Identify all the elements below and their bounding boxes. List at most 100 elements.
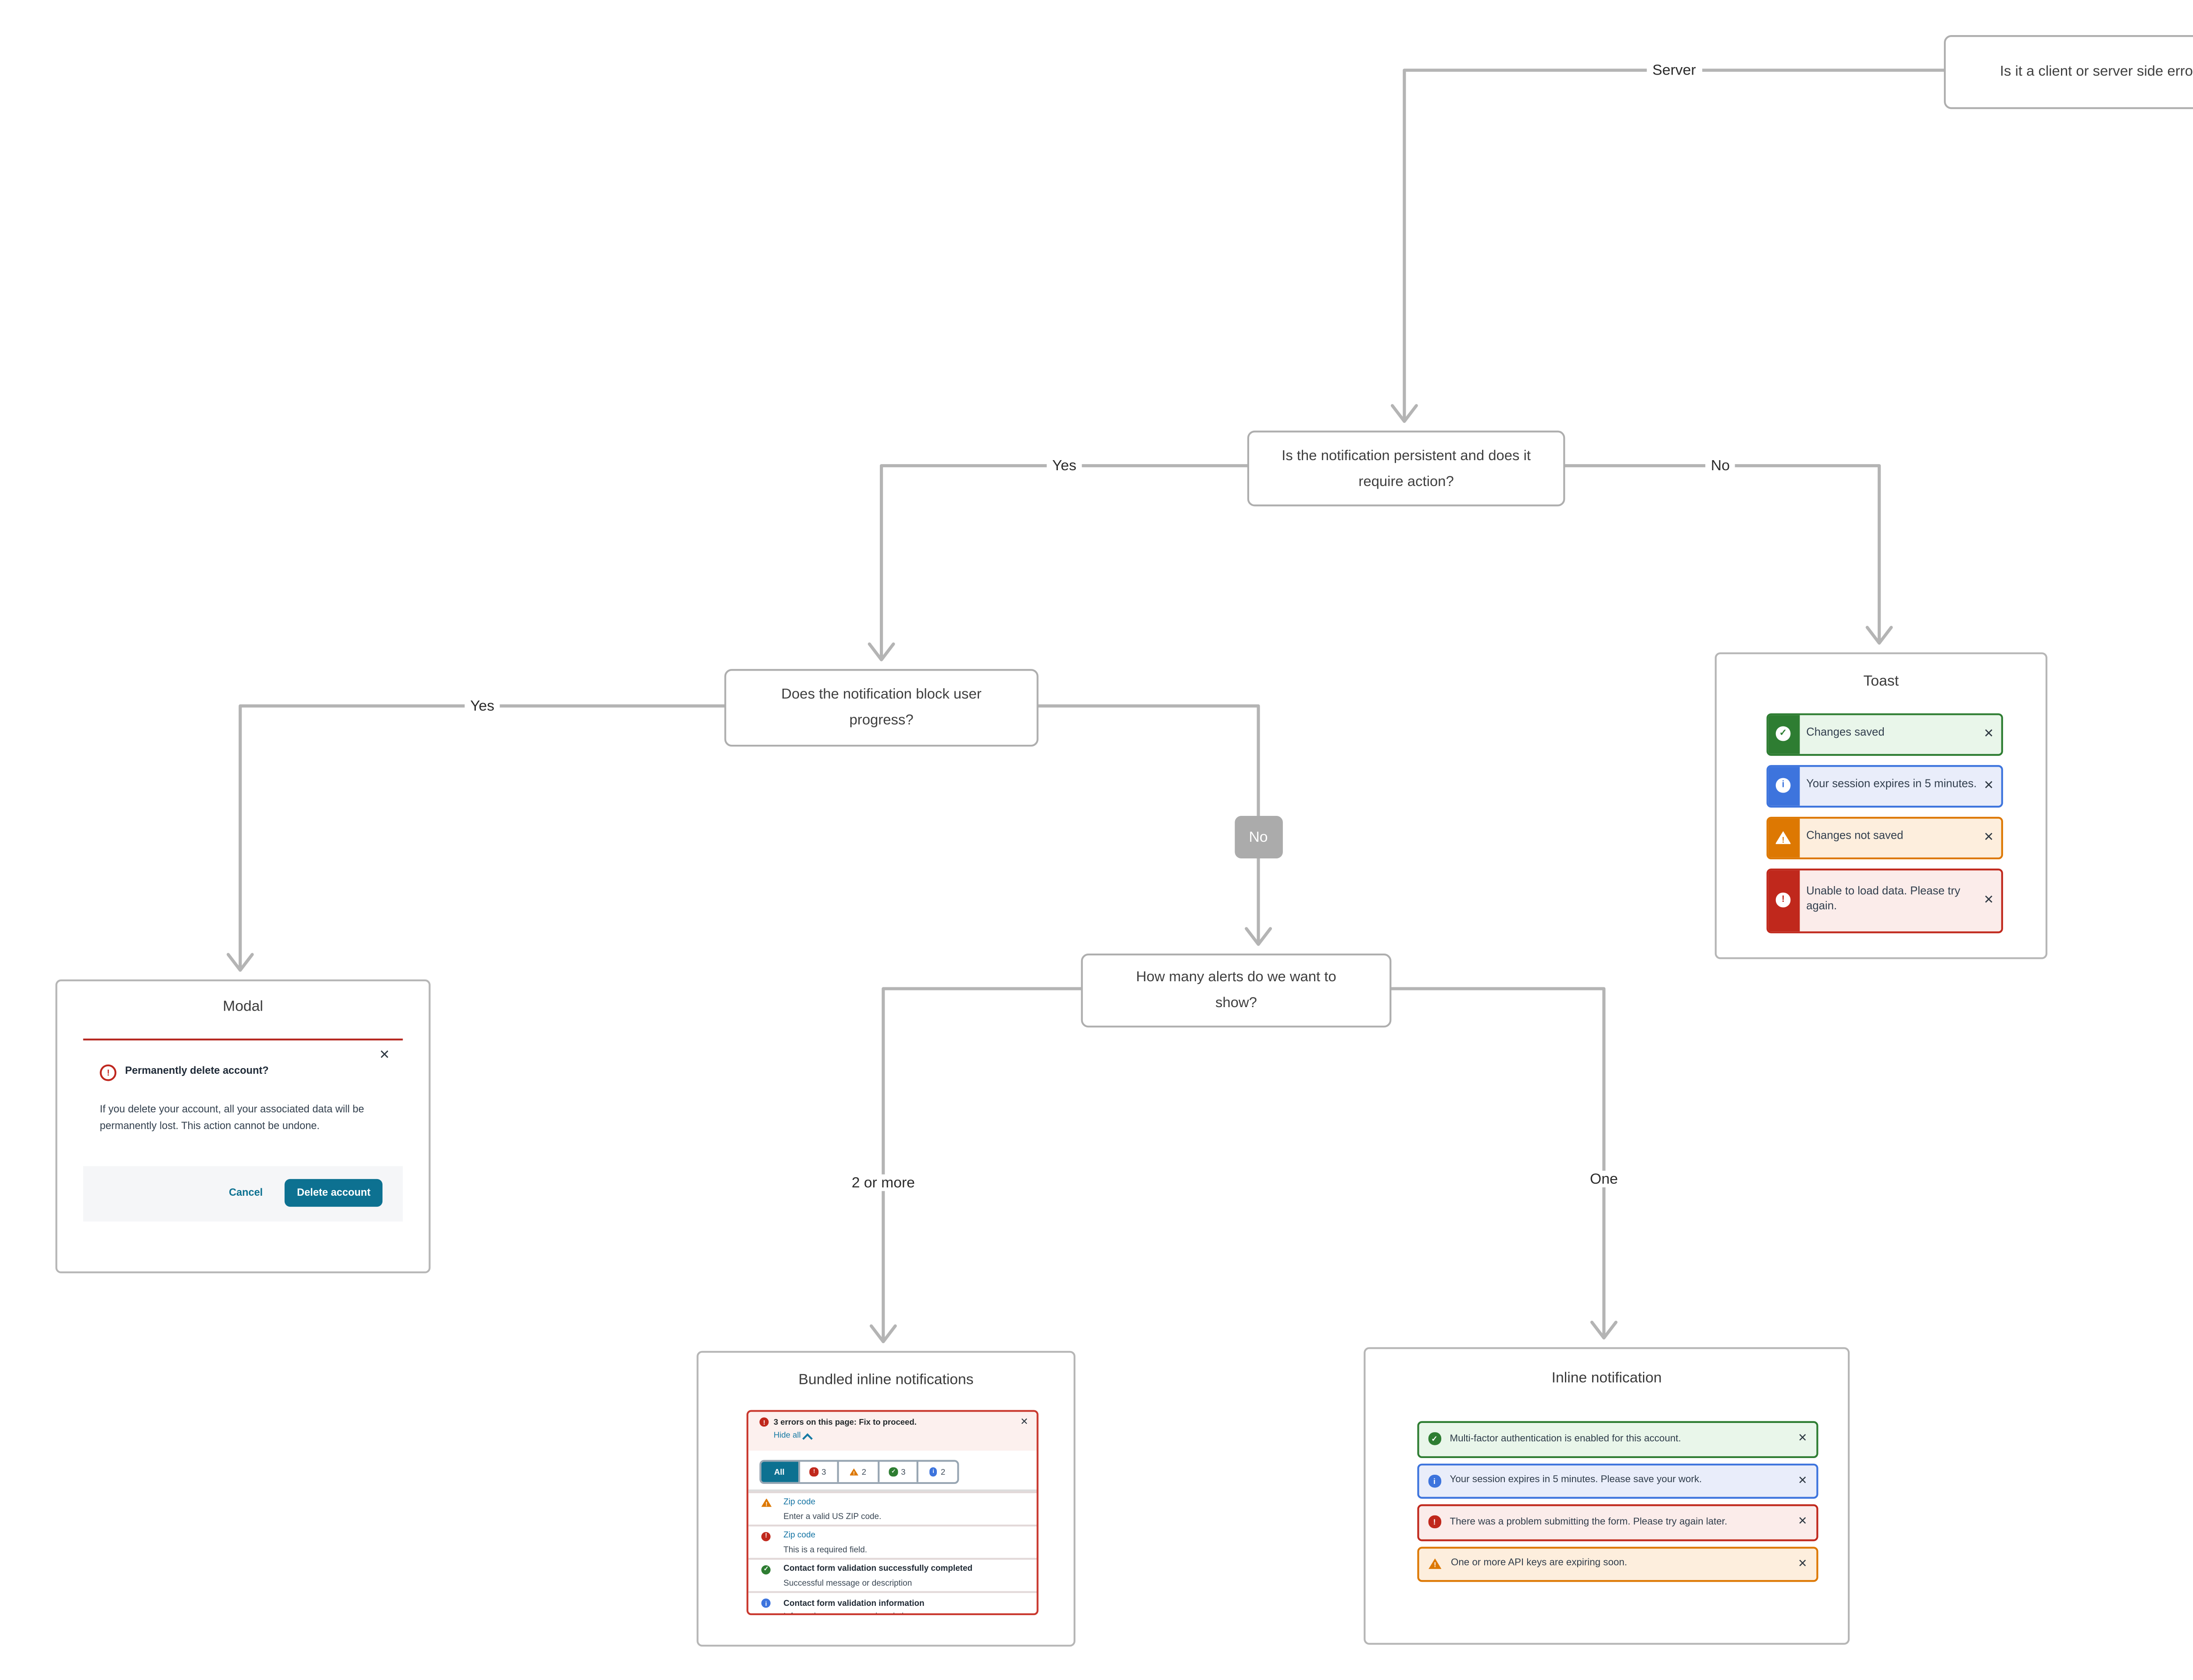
edge-server: [1390, 68, 1946, 423]
toast-message: Unable to load data. Please try again.: [1806, 885, 1961, 913]
warning-icon: !: [1775, 831, 1791, 844]
edge-persistent-yes: [868, 464, 1249, 661]
bundled-item-description: Successful message or description: [783, 1578, 912, 1587]
decision-node-label: Does the notification block user progres…: [781, 686, 982, 728]
close-icon[interactable]: ✕: [1798, 1476, 1807, 1487]
tab-count: 2: [940, 1467, 946, 1477]
toast-color-bar: ✓: [1767, 714, 1799, 754]
bundled-item-error: ! Zip code This is a required field.: [748, 1524, 1037, 1558]
bundled-item-description: This is a required field.: [783, 1544, 868, 1554]
error-icon: !: [1428, 1516, 1441, 1529]
error-icon: !: [761, 1531, 771, 1541]
edge-blocking-yes: [226, 704, 726, 972]
info-icon: i: [761, 1598, 771, 1608]
warning-icon: !: [761, 1498, 772, 1507]
edge-label-persistent-yes: Yes: [1046, 457, 1082, 474]
edge-label-server: Server: [1647, 62, 1702, 79]
info-icon: i: [1776, 779, 1790, 793]
card-title-modal: Modal: [223, 997, 263, 1014]
toast-message: Your session expires in 5 minutes.: [1806, 778, 1977, 791]
warning-icon: !: [1428, 1558, 1442, 1569]
error-icon: !: [100, 1063, 117, 1081]
edge-label-count-one: One: [1584, 1170, 1624, 1187]
chevron-up-icon: [803, 1433, 814, 1444]
modal-footer: Cancel Delete account: [83, 1165, 403, 1221]
success-icon: ✓: [1428, 1433, 1441, 1445]
close-icon[interactable]: ✕: [379, 1049, 390, 1063]
modal-heading: ! Permanently delete account?: [100, 1063, 269, 1081]
edge-count-many: [869, 987, 1083, 1344]
decision-node-label: Is it a client or server side error?: [2000, 63, 2193, 80]
bundled-item-title[interactable]: Zip code: [783, 1530, 816, 1540]
error-icon: !: [1776, 893, 1790, 908]
toast-error: ! Unable to load data. Please try again.…: [1765, 868, 2003, 933]
bundled-item-warning: ! Zip code Enter a valid US ZIP code.: [748, 1491, 1037, 1524]
error-icon: !: [759, 1417, 769, 1427]
inline-message: There was a problem submitting the form.…: [1450, 1516, 1728, 1528]
toast-card: Toast ✓ Changes saved ✕ i Your session e…: [1714, 652, 2048, 959]
edge-count-one: [1386, 987, 1618, 1340]
bundled-header: ! 3 errors on this page: Fix to proceed.…: [748, 1412, 1037, 1451]
modal-top-accent: [83, 1037, 403, 1040]
card-title-bundled: Bundled inline notifications: [798, 1371, 974, 1388]
modal-body-text: If you delete your account, all your ass…: [100, 1105, 364, 1133]
bundled-item-success: ✓ Contact form validation successfully c…: [748, 1558, 1037, 1591]
close-icon[interactable]: ✕: [1983, 832, 1994, 845]
warning-icon: !: [849, 1468, 859, 1476]
edge-label-count-many: 2 or more: [846, 1174, 921, 1191]
toast-message: Changes not saved: [1806, 830, 1904, 843]
bundled-item-title: Contact form validation successfully com…: [783, 1564, 973, 1573]
edge-label-blocking-yes: Yes: [464, 697, 500, 715]
close-icon[interactable]: ✕: [1983, 894, 1994, 908]
bundled-item-title: Contact form validation information: [783, 1598, 925, 1607]
inline-notification-card: Inline notification ✓ Multi-factor authe…: [1364, 1347, 1850, 1645]
notification-filter-tabs: All ! 3 ! 2 ✓ 3 i 2: [759, 1460, 958, 1484]
bundled-item-title[interactable]: Zip code: [783, 1497, 816, 1507]
close-icon[interactable]: ✕: [1983, 780, 1994, 794]
inline-message: Your session expires in 5 minutes. Pleas…: [1450, 1475, 1702, 1487]
bundled-item-description: Informative message or description: [783, 1612, 924, 1613]
divider: [748, 1489, 1037, 1491]
edge-badge-blocking-no: No: [1235, 815, 1282, 858]
tab-all[interactable]: All: [761, 1462, 797, 1482]
inline-message: Multi-factor authentication is enabled f…: [1450, 1433, 1681, 1445]
close-icon[interactable]: ✕: [1798, 1559, 1807, 1570]
delete-account-button[interactable]: Delete account: [285, 1179, 383, 1207]
toast-color-bar: i: [1767, 766, 1799, 806]
tab-errors[interactable]: ! 3: [797, 1462, 837, 1482]
toast-message: Changes saved: [1806, 726, 1885, 740]
error-icon: !: [810, 1468, 818, 1476]
bundled-item-info: i Contact form validation information In…: [748, 1591, 1037, 1613]
bundled-summary: 3 errors on this page: Fix to proceed.: [773, 1417, 917, 1427]
hide-all-link[interactable]: Hide all: [773, 1431, 1029, 1444]
edge-blocking-no: [1033, 704, 1272, 946]
toast-color-bar: !: [1767, 818, 1799, 858]
inline-notification-success: ✓ Multi-factor authentication is enabled…: [1417, 1421, 1818, 1457]
modal-heading-text: Permanently delete account?: [125, 1066, 269, 1078]
cancel-button[interactable]: Cancel: [229, 1187, 263, 1199]
decision-node-label: Is the notification persistent and does …: [1282, 447, 1531, 489]
success-icon: ✓: [761, 1565, 771, 1575]
decision-node-persistent: Is the notification persistent and does …: [1247, 430, 1565, 507]
tab-info[interactable]: i 2: [916, 1462, 957, 1482]
close-icon[interactable]: ✕: [1983, 728, 1994, 742]
modal-card: Modal ✕ ! Permanently delete account? If…: [55, 979, 431, 1273]
success-icon: ✓: [889, 1468, 898, 1476]
tab-warnings[interactable]: ! 2: [837, 1462, 877, 1482]
close-icon[interactable]: ✕: [1798, 1517, 1807, 1529]
edge-label-persistent-no: No: [1705, 457, 1736, 474]
tab-count: 3: [821, 1467, 826, 1477]
decision-node-label: How many alerts do we want to show?: [1136, 969, 1336, 1011]
hide-all-label: Hide all: [773, 1431, 801, 1441]
bundled-item-description: Enter a valid US ZIP code.: [783, 1511, 882, 1521]
close-icon[interactable]: ✕: [1798, 1434, 1807, 1446]
tab-successes[interactable]: ✓ 3: [877, 1462, 917, 1482]
close-icon[interactable]: ✕: [1020, 1418, 1029, 1429]
info-icon: i: [1428, 1474, 1441, 1487]
card-title-toast: Toast: [1863, 672, 1899, 690]
bundled-notifications-card: Bundled inline notifications ! 3 errors …: [696, 1351, 1075, 1647]
inline-notification-info: i Your session expires in 5 minutes. Ple…: [1417, 1462, 1818, 1499]
toast-success: ✓ Changes saved ✕: [1765, 712, 2003, 756]
inline-notification-error: ! There was a problem submitting the for…: [1417, 1504, 1818, 1541]
